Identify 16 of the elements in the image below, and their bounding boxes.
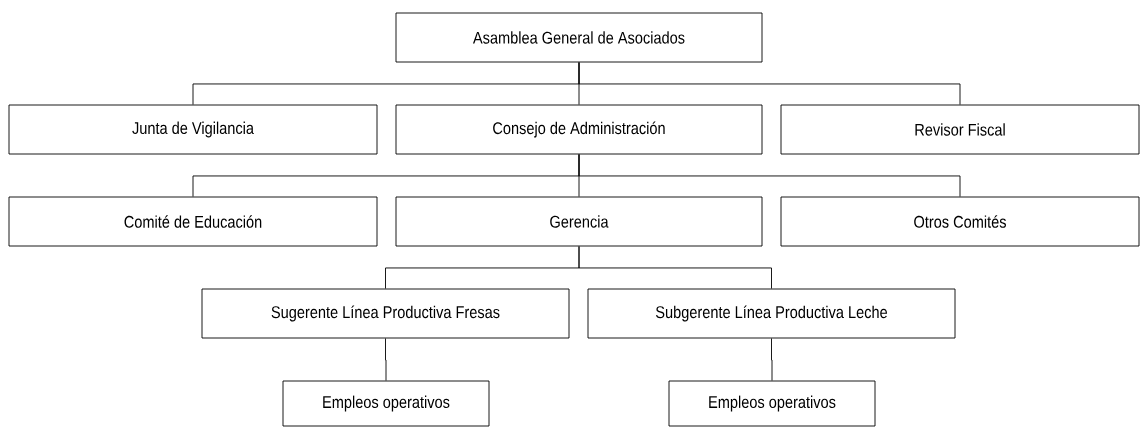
connector-line [385, 338, 387, 381]
org-box: Subgerente Línea Productiva Leche [587, 288, 956, 339]
org-box: Consejo de Administración [395, 104, 763, 155]
connector-line [578, 246, 772, 289]
org-box: Empleos operativos [668, 380, 876, 427]
org-box: Junta de Vigilancia [8, 104, 378, 155]
org-box: Asamblea General de Asociados [395, 12, 763, 63]
org-box: Otros Comités [780, 196, 1140, 247]
org-box: Gerencia [395, 196, 763, 247]
org-box: Sugerente Línea Productiva Fresas [201, 288, 570, 339]
connector-line [578, 62, 961, 105]
connector-line [771, 338, 773, 381]
org-box: Revisor Fiscal [780, 104, 1140, 155]
connector-line [578, 154, 961, 197]
org-box: Comité de Educación [8, 196, 378, 247]
org-box: Empleos operativos [282, 380, 490, 427]
